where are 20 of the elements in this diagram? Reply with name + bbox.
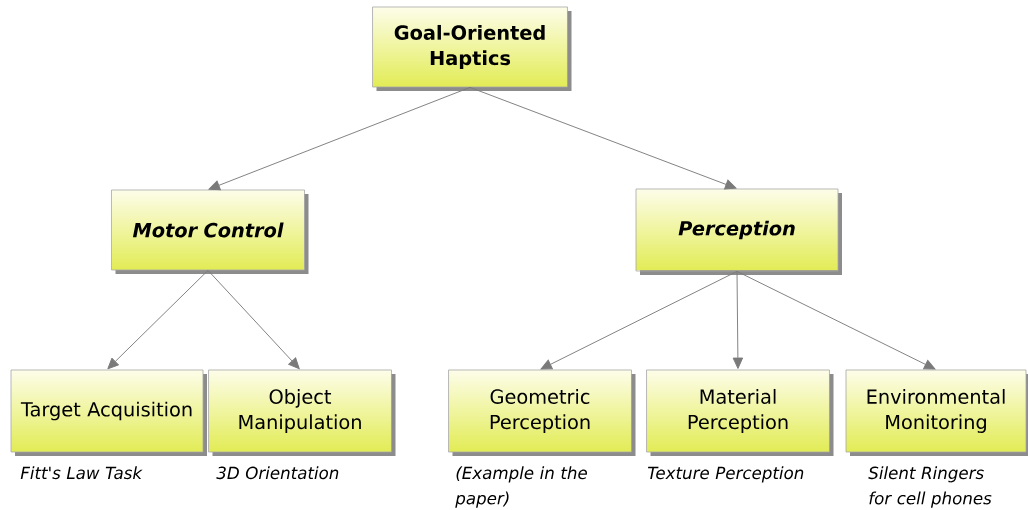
caption-text: Fitt's Law Task <box>20 466 143 480</box>
arrow <box>207 269 300 370</box>
process-box: Motor Control <box>111 189 309 274</box>
process-box: Material Perception <box>646 369 834 456</box>
caption-text: 3D Orientation <box>216 466 339 480</box>
process-box: Goal-Oriented Haptics <box>372 6 572 91</box>
arrow <box>469 86 737 190</box>
process-box: Geometric Perception <box>448 369 636 456</box>
process-box: Perception <box>635 188 842 275</box>
arrow <box>736 270 936 370</box>
arrow <box>540 270 738 370</box>
caption-text: (Example in the paper) <box>455 466 587 508</box>
arrow <box>732 270 744 369</box>
caption-text: Silent Ringers for cell phones <box>868 466 992 508</box>
process-box: Object Manipulation <box>208 369 396 456</box>
process-box: Target Acquisition <box>10 369 207 456</box>
arrow <box>107 269 209 370</box>
caption-text: Texture Perception <box>648 466 804 483</box>
arrow <box>208 86 471 191</box>
process-box: Environmental Monitoring <box>845 369 1028 456</box>
